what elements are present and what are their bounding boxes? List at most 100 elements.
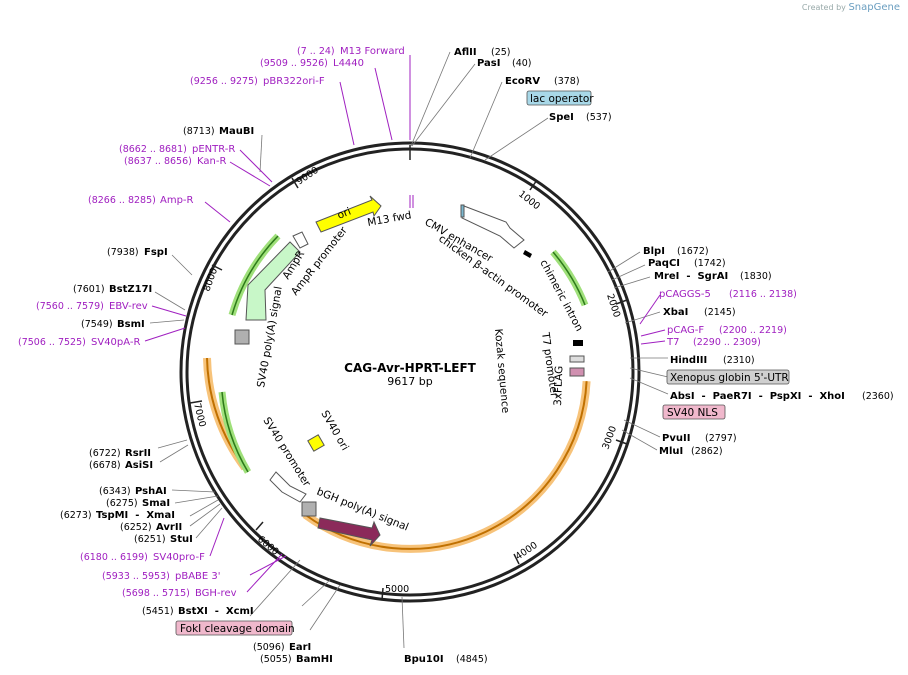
- feature-flag: 3xFLAG: [552, 366, 565, 407]
- site-pasi-pos: (40): [512, 58, 532, 69]
- site-pasi: PasI: [477, 58, 500, 69]
- orange-feature-arc-main-line: [304, 381, 588, 550]
- primer-l4440-pos: (9509 .. 9526): [260, 58, 328, 69]
- site-aflii: AflII: [454, 47, 477, 58]
- site-spei-pos: (537): [586, 112, 612, 123]
- site-hindiii: HindIII: [670, 355, 707, 366]
- site-maubi-pos: (8713): [183, 126, 215, 137]
- site-blpi-pos: (1672): [677, 246, 709, 257]
- snapgene-logo: SnapGene: [848, 2, 900, 13]
- chimeric-intron-mark: [523, 250, 532, 258]
- feature-kozak: Kozak sequence: [492, 328, 511, 413]
- sv40-nls-label: SV40 NLS: [667, 407, 718, 419]
- primer-m13-forward-pos: (7 .. 24): [297, 46, 335, 57]
- green-arc-chimeric-line: [552, 251, 586, 306]
- site-bpu10i-pos: (4845): [456, 654, 488, 665]
- site-rsrii-pos: (6722): [89, 448, 121, 459]
- tick-3000: 3000: [600, 425, 619, 451]
- primer-kanr: Kan-R: [197, 156, 226, 167]
- sv40-ori-box: [307, 434, 325, 452]
- primer-pcaggs5: pCAGGS-5: [659, 289, 711, 300]
- site-bstz17i-pos: (7601): [73, 284, 105, 295]
- kozak-mark: [569, 355, 585, 363]
- t7-mark: [573, 340, 583, 346]
- lac-operator-mark: [460, 204, 465, 218]
- site-ecorv: EcoRV: [505, 76, 540, 87]
- primer-pcagf: pCAG-F: [667, 325, 704, 336]
- xenopus-label: Xenopus globin 5'-UTR: [670, 372, 789, 384]
- snapgene-branding: Created by SnapGene: [802, 2, 900, 13]
- site-aflii-pos: (25): [491, 47, 511, 58]
- site-smai-pos: (6275): [106, 498, 138, 509]
- boxed-labels: lac operator Xenopus globin 5'-UTR SV40 …: [175, 90, 790, 636]
- primer-sv40pa-pos: (7506 .. 7525): [18, 337, 86, 348]
- green-arc-sv40-line: [221, 391, 249, 473]
- site-paqci: PaqCI: [648, 258, 680, 269]
- primer-labels: (7 .. 24) M13 Forward (9509 .. 9526) L44…: [18, 46, 797, 599]
- primer-sv40pro: SV40pro-F: [153, 552, 205, 563]
- site-avrii-pos: (6252): [120, 522, 152, 533]
- foki-box: [175, 620, 293, 636]
- primer-ebvrev-pos: (7560 .. 7579): [36, 301, 104, 312]
- primer-markers: [144, 55, 666, 593]
- site-fspi: FspI: [144, 247, 168, 258]
- primer-bghrev-pos: (5698 .. 5715): [122, 588, 190, 599]
- primer-pentr-pos: (8662 .. 8681): [119, 144, 187, 155]
- site-spei: SpeI: [549, 112, 574, 123]
- tick-1000: 1000: [516, 189, 542, 213]
- feature-sv40-promoter: SV40 promoter: [260, 415, 313, 489]
- site-bsmi: BsmI: [117, 319, 145, 330]
- primer-ampr: Amp-R: [160, 195, 194, 206]
- primer-l4440: L4440: [333, 58, 364, 69]
- lac-operator-label: lac operator: [530, 93, 594, 105]
- bgh-polya-arrow: [317, 517, 381, 547]
- primer-pentr: pENTR-R: [192, 144, 235, 155]
- primer-t7-pos: (2290 .. 2309): [693, 337, 761, 348]
- site-pvuii-pos: (2797): [705, 433, 737, 444]
- sv40-polya-box: [234, 329, 250, 345]
- site-asisi-pos: (6678): [89, 460, 121, 471]
- tick-marks: [189, 145, 628, 601]
- primer-sv40pa: SV40pA-R: [91, 337, 140, 348]
- primer-t7: T7: [666, 337, 679, 348]
- xenopus-box: [666, 369, 790, 385]
- ampr-arrow: [245, 241, 301, 321]
- site-tspmi: TspMI - XmaI: [96, 510, 175, 521]
- lac-operator-box: [526, 90, 592, 106]
- site-bamhi: BamHI: [296, 654, 333, 665]
- feature-chicken: chicken β-actin promoter: [436, 233, 550, 321]
- site-ecorv-pos: (378): [554, 76, 580, 87]
- bgh-box: [301, 501, 317, 517]
- site-asisi: AsiSI: [125, 460, 153, 471]
- site-fspi-pos: (7938): [107, 247, 139, 258]
- site-bstxi: BstXI - XcmI: [178, 606, 254, 617]
- flag-mark: [569, 367, 585, 377]
- site-stui: StuI: [170, 534, 193, 545]
- primer-sv40pro-pos: (6180 .. 6199): [80, 552, 148, 563]
- site-bstz17i: BstZ17I: [109, 284, 152, 295]
- site-maubi: MauBI: [219, 126, 254, 137]
- site-mrei-pos: (1830): [740, 271, 772, 282]
- primer-kanr-pos: (8637 .. 8656): [124, 156, 192, 167]
- backbone-outer: [179, 141, 641, 603]
- primer-pbr322ori: pBR322ori-F: [263, 76, 325, 87]
- primer-ampr-pos: (8266 .. 8285): [88, 195, 156, 206]
- primer-pcaggs5-pos: (2116 .. 2138): [729, 289, 797, 300]
- site-rsrii: RsrII: [125, 448, 151, 459]
- site-absi-pos: (2360): [862, 391, 894, 402]
- site-bamhi-pos: (5055): [260, 654, 292, 665]
- site-pvuii: PvuII: [662, 433, 690, 444]
- primer-ebvrev: EBV-rev: [109, 301, 148, 312]
- cmv-enhancer-arrow: [461, 205, 525, 249]
- site-stui-pos: (6251): [134, 534, 166, 545]
- primer-pbabe-pos: (5933 .. 5953): [102, 571, 170, 582]
- tick-5000: 5000: [385, 584, 409, 595]
- site-xbai-pos: (2145): [704, 307, 736, 318]
- site-paqci-pos: (1742): [694, 258, 726, 269]
- tick-4000: 4000: [514, 540, 540, 563]
- site-smai: SmaI: [142, 498, 170, 509]
- site-eari: EarI: [289, 642, 311, 653]
- site-mlui: MluI: [659, 446, 683, 457]
- site-blpi: BlpI: [643, 246, 665, 257]
